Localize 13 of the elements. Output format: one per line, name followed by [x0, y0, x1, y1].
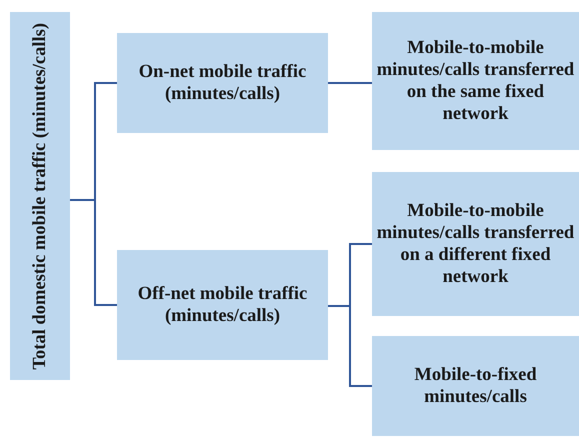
category-box [117, 33, 328, 133]
category-box [372, 336, 579, 436]
box-label: Mobile-to-mobile minutes/calls transferred on the same fixed network [376, 36, 575, 126]
box-label: On-net mobile traffic (minutes/calls) [138, 60, 308, 106]
category-box [10, 12, 70, 380]
box-label: Mobile-to-mobile minutes/calls transferred on a different fixed network [376, 200, 575, 288]
category-box [117, 250, 328, 360]
category-box [372, 172, 579, 316]
connector-line [328, 82, 372, 84]
category-box [372, 12, 579, 150]
box-label: Mobile-to-fixed minutes/calls [413, 364, 538, 408]
box-label: Off-net mobile traffic (minutes/calls) [136, 282, 308, 328]
box-label: Total domestic mobile traffic (minutes/calls) [28, 22, 51, 370]
